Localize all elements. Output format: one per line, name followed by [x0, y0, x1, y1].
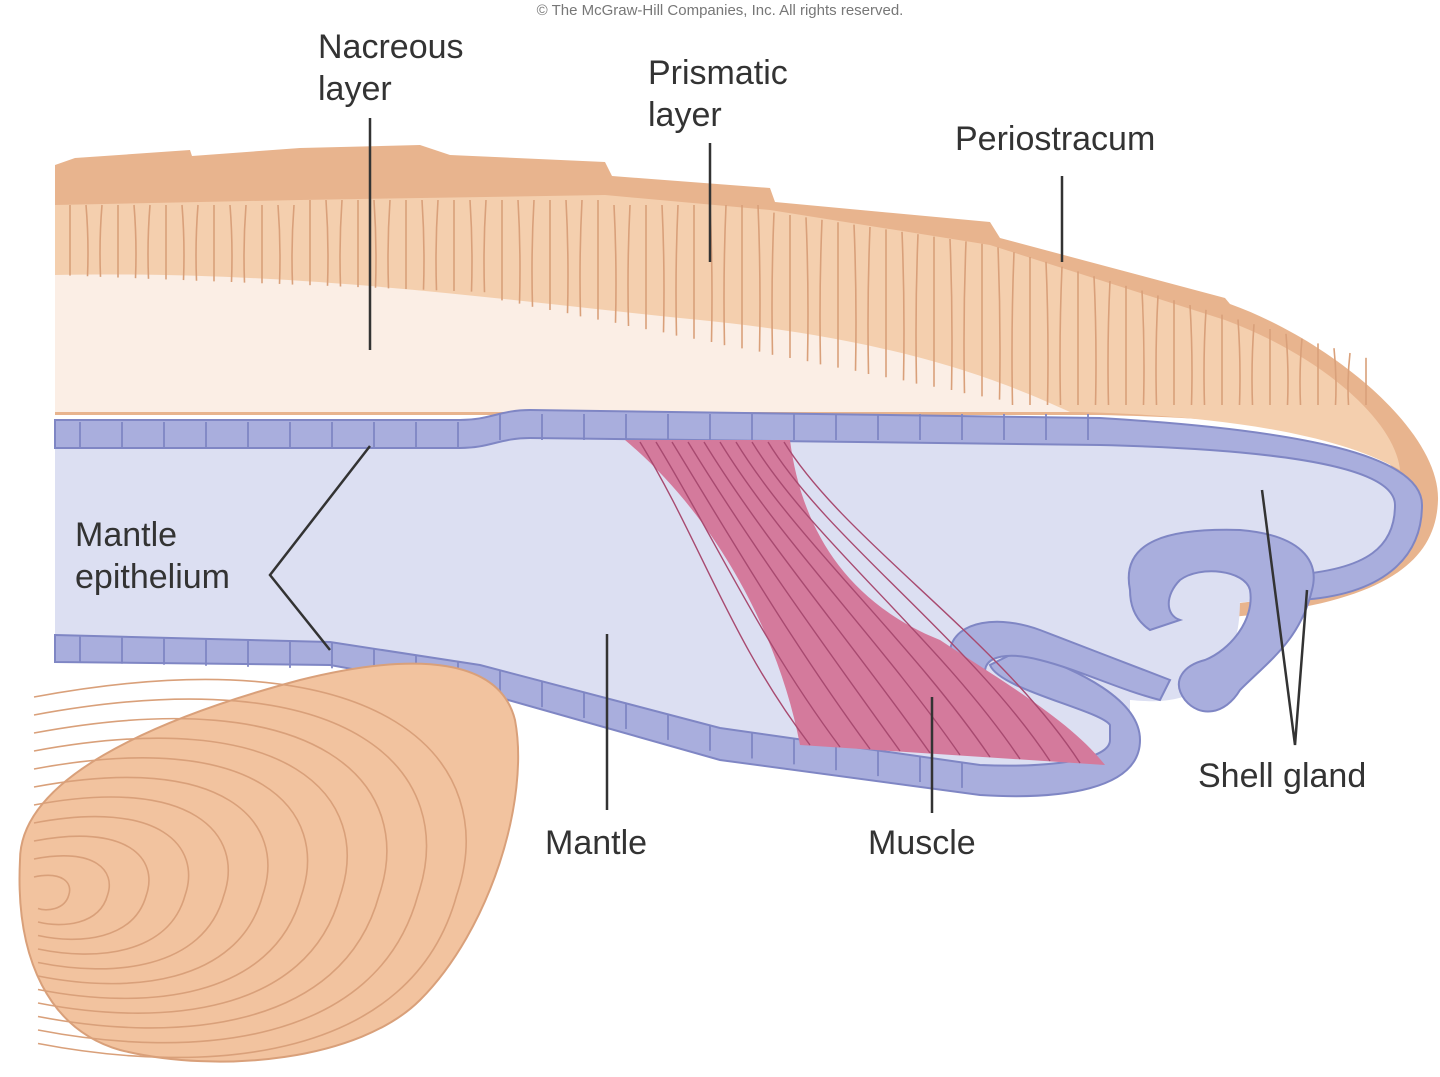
- prism-column-line: [181, 204, 185, 281]
- label-nacreous-layer: Nacreous layer: [318, 26, 464, 110]
- muscle-fiber-line: [735, 441, 991, 758]
- label-mantle-epithelium-line2: epithelium: [75, 558, 230, 596]
- prism-column-line: [963, 241, 967, 394]
- leader-shell-gland: [1260, 489, 1309, 746]
- prism-column-line: [339, 199, 343, 287]
- prism-column-line: [853, 224, 857, 371]
- prism-column-line: [387, 199, 391, 289]
- shell-gland-fold-outer: [1127, 528, 1315, 713]
- prism-column-line: [1285, 333, 1289, 406]
- prism-column-line: [133, 204, 137, 279]
- prism-column-line: [277, 204, 281, 284]
- prism-column-line: [661, 204, 665, 333]
- label-muscle: Muscle: [868, 824, 976, 862]
- prism-column-line: [565, 199, 569, 314]
- prism-column-line: [627, 204, 631, 327]
- prism-column-line: [1203, 309, 1207, 406]
- muscle-fiber-line: [639, 441, 811, 746]
- prism-column-line: [531, 199, 535, 307]
- prism-column-line: [1251, 324, 1255, 406]
- prism-column-line: [291, 204, 295, 285]
- prism-column-line: [915, 234, 919, 384]
- clam-ring: [33, 796, 229, 970]
- muscle-fiber-line: [655, 441, 841, 748]
- muscle-fiber-line: [767, 441, 1051, 762]
- prism-column-line: [195, 204, 199, 281]
- clam-growth-rings: [33, 678, 467, 1059]
- prism-column-line: [483, 199, 487, 293]
- prism-column-line: [1189, 304, 1193, 406]
- label-nacreous-line2: layer: [318, 70, 392, 108]
- label-mantle-epithelium: Mantle epithelium: [75, 514, 230, 598]
- prism-column-line: [723, 204, 727, 346]
- clam-ring: [33, 835, 150, 941]
- label-prismatic-line2: layer: [648, 96, 722, 134]
- muscle-fiber-line: [687, 441, 901, 752]
- prism-column-line: [805, 217, 809, 362]
- prism-column-line: [517, 199, 521, 304]
- clam-ring: [33, 815, 190, 955]
- nacreous-layer: [55, 274, 1070, 412]
- clam-ring: [33, 776, 269, 985]
- prism-column-line: [229, 204, 233, 283]
- clam-ring: [33, 855, 110, 926]
- muscle-fiber-line: [751, 441, 1021, 760]
- label-mantle-epithelium-line1: Mantle: [75, 516, 178, 554]
- clam-ring: [33, 678, 467, 1059]
- prism-column-line: [1237, 319, 1241, 406]
- label-mantle: Mantle: [545, 824, 648, 862]
- prism-column-line: [1299, 338, 1303, 406]
- prism-column-line: [613, 204, 617, 323]
- prism-column-line: [1347, 352, 1351, 406]
- muscle-fiber-line: [703, 441, 931, 754]
- clam-ring: [33, 737, 348, 1014]
- label-periostracum: Periostracum: [955, 120, 1156, 158]
- prism-column-line: [901, 231, 905, 381]
- prism-column-line: [867, 226, 871, 375]
- prism-column-line: [1045, 261, 1049, 406]
- prism-column-line: [325, 199, 329, 286]
- muscle-fiber-line: [783, 441, 1081, 764]
- prism-column-line: [85, 204, 89, 277]
- muscle-fiber-line: [671, 441, 871, 750]
- prism-column-line: [373, 199, 377, 288]
- prism-column-line: [1011, 252, 1015, 406]
- label-prismatic-layer: Prismatic layer: [648, 52, 788, 136]
- clam-ring: [33, 757, 309, 1000]
- prism-column-line: [1141, 290, 1145, 406]
- prism-column-line: [1333, 348, 1337, 406]
- clam-ring: [33, 874, 71, 911]
- prism-column-line: [147, 204, 151, 279]
- prism-column-line: [949, 238, 953, 391]
- prismatic-columns: [69, 199, 1367, 406]
- muscle-fiber-line: [719, 441, 961, 756]
- label-shell-gland: Shell gland: [1198, 757, 1367, 795]
- prism-column-line: [243, 204, 247, 283]
- prism-column-line: [771, 212, 775, 355]
- muscle-fibers: [639, 441, 1081, 764]
- prism-column-line: [675, 204, 679, 336]
- prism-column-line: [421, 199, 425, 290]
- copyright-notice: © The McGraw-Hill Companies, Inc. All ri…: [536, 2, 904, 19]
- prism-column-line: [99, 204, 103, 277]
- prism-column-line: [757, 204, 761, 352]
- prism-column-line: [579, 199, 583, 317]
- clam-ring: [33, 717, 388, 1029]
- prism-column-line: [1107, 280, 1111, 406]
- prism-column-line: [1059, 266, 1063, 406]
- leader-lines: [268, 118, 1309, 813]
- epithelium-cells: [79, 414, 1089, 788]
- leader-mantle-epithelium: [268, 445, 371, 651]
- prism-column-line: [819, 219, 823, 365]
- label-prismatic-line1: Prismatic: [648, 54, 788, 92]
- prism-column-line: [435, 199, 439, 291]
- prism-column-line: [1155, 295, 1159, 406]
- label-nacreous-line1: Nacreous: [318, 28, 464, 66]
- prism-column-line: [997, 247, 1001, 400]
- prism-column-line: [469, 199, 473, 292]
- clam-ring: [33, 698, 428, 1044]
- prism-column-line: [1093, 276, 1097, 406]
